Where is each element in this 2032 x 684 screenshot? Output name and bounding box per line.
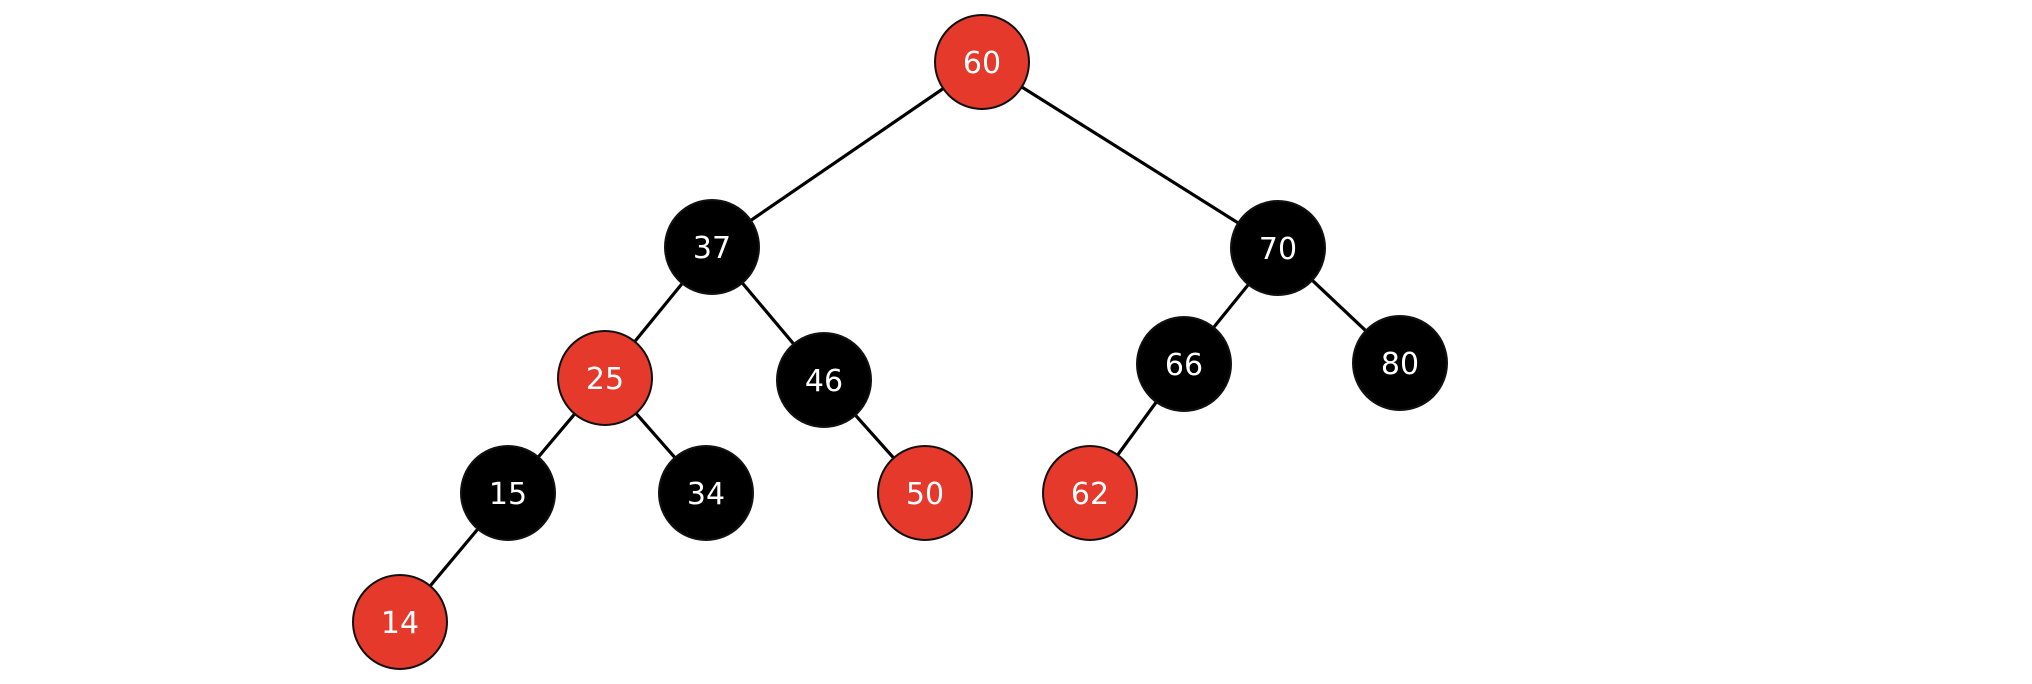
tree-node-circle-62 [1042, 445, 1138, 541]
tree-node-label-50: 50 [906, 477, 944, 512]
tree-node-label-14: 14 [381, 606, 419, 641]
tree-node-15: 15 [460, 445, 556, 541]
tree-node-14: 14 [352, 574, 448, 670]
tree-node-34: 34 [658, 445, 754, 541]
tree-node-label-25: 25 [586, 362, 624, 397]
tree-node-46: 46 [776, 332, 872, 428]
tree-node-label-46: 46 [805, 364, 843, 399]
tree-edge-60-37 [711, 60, 983, 249]
tree-node-label-37: 37 [693, 231, 731, 266]
tree-node-60: 60 [934, 14, 1030, 110]
tree-node-62: 62 [1042, 445, 1138, 541]
tree-node-circle-80 [1352, 315, 1448, 411]
tree-edge-60-70 [981, 60, 1279, 250]
tree-node-circle-66 [1136, 316, 1232, 412]
tree-node-25: 25 [557, 330, 653, 426]
tree-node-label-60: 60 [963, 46, 1001, 81]
tree-node-label-66: 66 [1165, 348, 1203, 383]
tree-node-label-62: 62 [1071, 477, 1109, 512]
tree-node-label-70: 70 [1259, 232, 1297, 267]
tree-nodes-layer: 60 37 70 25 46 66 80 15 34 50 62 14 [352, 14, 1448, 670]
tree-node-label-15: 15 [489, 477, 527, 512]
tree-node-80: 80 [1352, 315, 1448, 411]
tree-node-label-80: 80 [1381, 347, 1419, 382]
tree-node-37: 37 [664, 199, 760, 295]
tree-node-50: 50 [877, 445, 973, 541]
tree-node-circle-37 [664, 199, 760, 295]
tree-node-circle-14 [352, 574, 448, 670]
tree-node-66: 66 [1136, 316, 1232, 412]
tree-node-circle-60 [934, 14, 1030, 110]
tree-node-circle-46 [776, 332, 872, 428]
tree-node-circle-34 [658, 445, 754, 541]
tree-edges-layer [398, 60, 1402, 624]
tree-node-circle-25 [557, 330, 653, 426]
tree-node-70: 70 [1230, 200, 1326, 296]
tree-node-label-34: 34 [687, 477, 725, 512]
tree-node-circle-15 [460, 445, 556, 541]
tree-node-circle-70 [1230, 200, 1326, 296]
tree-node-circle-50 [877, 445, 973, 541]
